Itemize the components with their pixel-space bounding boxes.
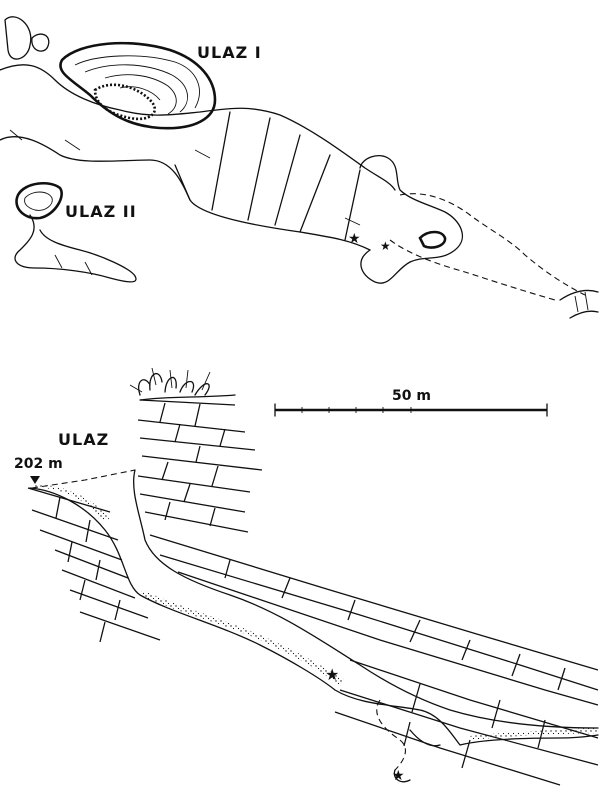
entrance-2-doline: [15, 181, 63, 220]
plan-outline-small-ring: [31, 33, 50, 52]
section-entrance-dashed: [31, 469, 136, 489]
plan-right-end: [559, 289, 599, 319]
plan-passage-lower-wall: [0, 136, 371, 251]
entrance-1-label: ULAZ I: [197, 43, 262, 62]
section-cave-ceiling: [133, 469, 599, 729]
plan-star-marker-1: ★: [348, 231, 361, 247]
section-lower-shaft: [393, 729, 441, 783]
entrance-2-label: ULAZ II: [65, 202, 137, 221]
scale-label: 50 m: [392, 388, 431, 404]
scale-bar: [274, 403, 548, 417]
plan-outline-upper-left: [4, 16, 32, 60]
plan-right-extension: [359, 154, 464, 284]
plan-star-marker-2: ★: [380, 239, 391, 253]
plan-lower-tick-1: [54, 254, 63, 269]
entrance-1-inner-rim: [93, 83, 157, 121]
plan-passage-upper-wall: [0, 64, 396, 191]
plan-view: ★ ★ ULAZ I ULAZ II: [0, 16, 599, 319]
section-view: 50 m: [14, 367, 599, 786]
entrance-2-contour: [24, 191, 53, 211]
vegetation-icon: [129, 367, 236, 401]
plan-right-dashed-outline-2: [389, 239, 556, 301]
elevation-label: 202 m: [14, 456, 63, 472]
plan-lower-left-passage: [14, 214, 137, 283]
elevation-triangle-icon: [30, 476, 40, 484]
plan-small-pit: [418, 230, 447, 249]
plan-lower-tick-2: [84, 261, 93, 276]
plan-right-dashed-outline: [399, 193, 586, 296]
rock-strata-lower-right: [149, 534, 599, 786]
section-entrance-label: ULAZ: [58, 430, 109, 449]
plan-right-end-ticks: [574, 291, 589, 313]
rock-strata-upper: [137, 399, 263, 533]
plan-cross-lines: [174, 111, 361, 241]
entrance-1-contours: [74, 55, 200, 115]
section-star-marker-2: ★: [392, 768, 405, 784]
section-star-marker-1: ★: [325, 665, 339, 684]
plan-survey-ticks: [9, 129, 361, 226]
section-cave-floor: [29, 487, 599, 746]
section-lower-chamber: [376, 699, 406, 771]
entrance-1-doline: [59, 41, 217, 130]
